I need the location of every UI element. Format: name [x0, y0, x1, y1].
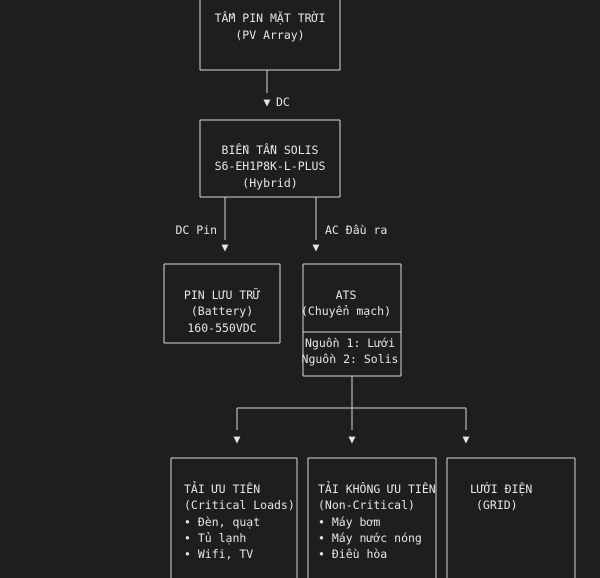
critical-title: TẢI ƯU TIÊN [184, 480, 260, 496]
ats-box: ATS (Chuyển mạch) Nguồn 1: Lưới Nguồn 2:… [301, 263, 402, 377]
arrow-to-grid: ▼ [463, 432, 470, 446]
inverter-battery-arrow: ▼ [222, 240, 229, 254]
pv-inverter-arrow: ▼ [264, 95, 271, 109]
critical-item: • Đèn, quạt [184, 515, 260, 529]
grid-subtitle: (GRID) [476, 498, 518, 512]
pv-array-box: TẤM PIN MẶT TRỜI (PV Array) [199, 0, 341, 71]
arrow-to-noncritical: ▼ [349, 432, 356, 446]
connector-ats-distribution: ▼ ▼ ▼ [234, 376, 470, 446]
noncritical-title: TẢI KHÔNG ƯU TIÊN [318, 480, 436, 496]
ats-source-1: Nguồn 1: Lưới [305, 336, 395, 350]
battery-box: PIN LƯU TRỮ (Battery) 160-550VDC [163, 263, 281, 344]
critical-subtitle: (Critical Loads) [184, 498, 295, 512]
ats-title: ATS [336, 288, 357, 302]
inverter-battery-label: DC Pin [175, 223, 217, 237]
inverter-box: BIẾN TẦN SOLIS S6-EH1P8K-L-PLUS (Hybrid) [199, 119, 341, 198]
battery-title: PIN LƯU TRỮ [184, 287, 260, 302]
grid-title: LƯỚI ĐIỆN [470, 481, 532, 496]
critical-item: • Tủ lạnh [184, 531, 246, 545]
noncritical-loads-box: TẢI KHÔNG ƯU TIÊN (Non-Critical) • Máy b… [307, 457, 437, 578]
ats-source-2: Nguồn 2: Solis [302, 352, 399, 366]
connector-inverter-battery: ▼ DC Pin [175, 197, 229, 254]
critical-item: • Wifi, TV [184, 547, 253, 561]
pv-inverter-label: DC [276, 95, 290, 109]
noncritical-item: • Điều hòa [318, 547, 387, 561]
arrow-to-critical: ▼ [234, 432, 241, 446]
inverter-ats-arrow: ▼ [313, 240, 320, 254]
battery-voltage: 160-550VDC [187, 321, 256, 335]
noncritical-subtitle: (Non-Critical) [318, 498, 415, 512]
inverter-ats-label: AC Đầu ra [325, 223, 387, 237]
noncritical-item: • Máy nước nóng [318, 531, 422, 545]
battery-subtitle: (Battery) [191, 304, 253, 318]
ats-subtitle: (Chuyển mạch) [301, 304, 391, 318]
connector-inverter-ats: ▼ AC Đầu ra [313, 197, 387, 254]
pv-array-title: TẤM PIN MẶT TRỜI [215, 10, 326, 25]
connector-pv-inverter: ▼ DC [264, 70, 290, 109]
grid-box: LƯỚI ĐIỆN (GRID) [446, 457, 576, 578]
noncritical-item: • Máy bơm [318, 515, 380, 529]
pv-array-subtitle: (PV Array) [235, 28, 304, 42]
inverter-model: S6-EH1P8K-L-PLUS [215, 159, 326, 173]
inverter-title: BIẾN TẦN SOLIS [222, 142, 319, 157]
critical-loads-box: TẢI ƯU TIÊN (Critical Loads) • Đèn, quạt… [170, 457, 298, 578]
inverter-type: (Hybrid) [242, 176, 297, 190]
